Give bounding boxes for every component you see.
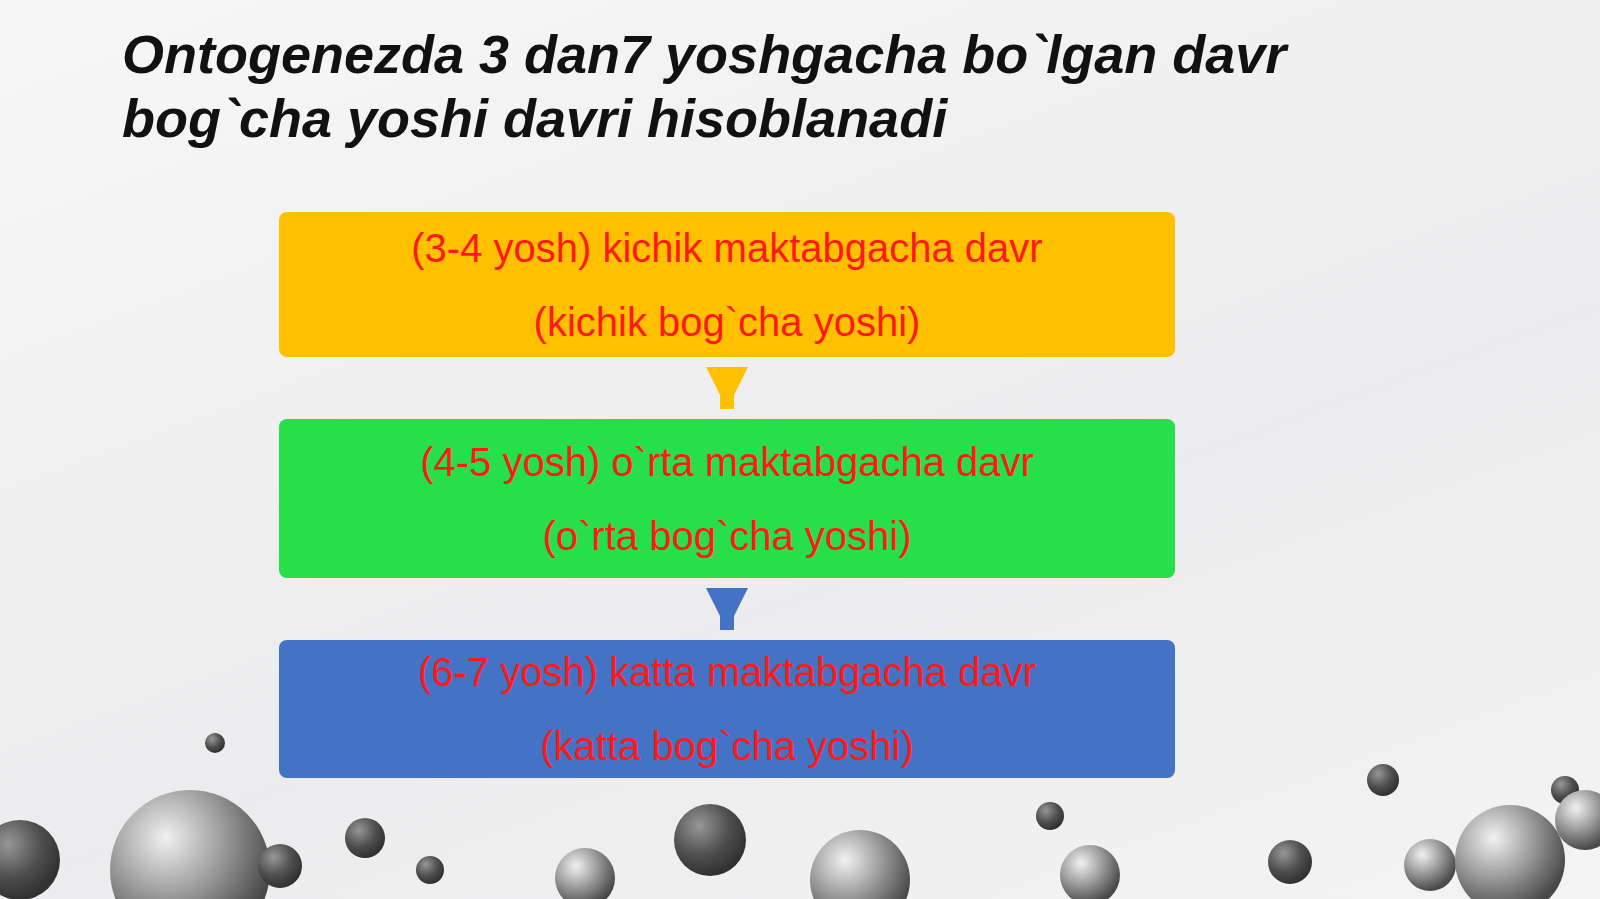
box-text: (6-7 yosh) katta maktabgacha davr (418, 635, 1036, 709)
flow-arrow (720, 588, 734, 630)
box-text: (3-4 yosh) kichik maktabgacha davr (411, 211, 1042, 285)
box-text: (o`rta bog`cha yoshi) (542, 499, 911, 573)
box-text: (4-5 yosh) o`rta maktabgacha davr (420, 425, 1034, 499)
stage-box: (3-4 yosh) kichik maktabgacha davr(kichi… (279, 212, 1175, 357)
slide-title: Ontogenezda 3 dan7 yoshgacha bo`lgan dav… (122, 22, 1462, 150)
stage-box: (6-7 yosh) katta maktabgacha davr(katta … (279, 640, 1175, 778)
box-text: (katta bog`cha yoshi) (540, 709, 914, 783)
flow-arrow (720, 367, 734, 409)
stage-box: (4-5 yosh) o`rta maktabgacha davr(o`rta … (279, 419, 1175, 578)
box-text: (kichik bog`cha yoshi) (534, 285, 921, 359)
